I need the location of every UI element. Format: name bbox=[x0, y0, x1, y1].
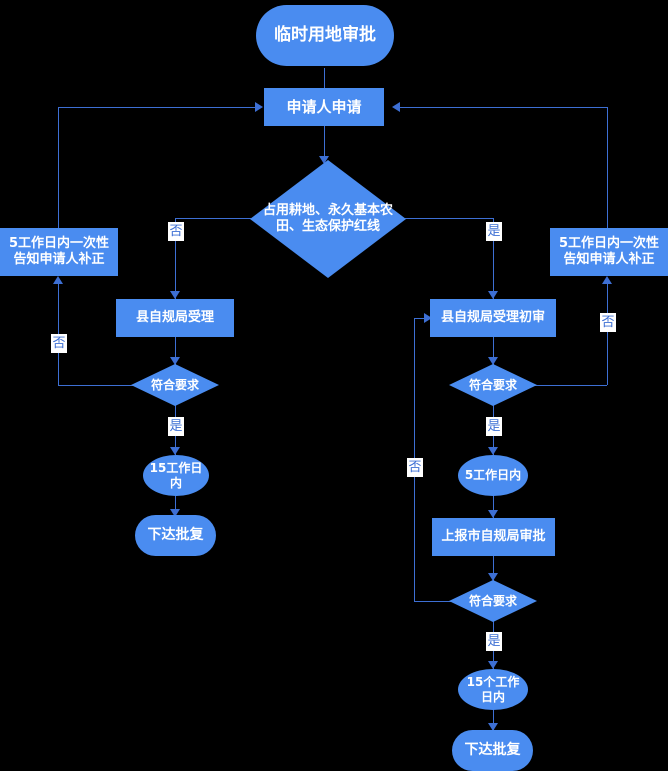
edge-decision-yes-vertical bbox=[493, 218, 494, 300]
diamond-shape-icon bbox=[250, 160, 406, 278]
node-city-issue-approval-label: 下达批复 bbox=[464, 741, 521, 758]
node-left-notify-correction[interactable]: 5工作日内一次性告知申请人补正 bbox=[0, 228, 118, 276]
node-decision-occupies-farmland[interactable]: 占用耕地、永久基本农田、生态保护红线 bbox=[250, 160, 406, 278]
node-decision-occupies-farmland-label: 占用耕地、永久基本农田、生态保护红线 bbox=[262, 202, 393, 234]
node-county-bureau-accept-label: 县自规局受理 bbox=[135, 309, 214, 325]
edge-city-check-no-return bbox=[414, 318, 430, 319]
arrowhead-right-days-to-report bbox=[488, 510, 498, 518]
arrowhead-report-to-city-check bbox=[488, 573, 498, 581]
arrowhead-decision-yes bbox=[488, 291, 498, 299]
diamond-shape-icon bbox=[131, 364, 219, 406]
edge-start-to-apply bbox=[324, 68, 325, 98]
edge-decision-no-horizontal bbox=[175, 218, 251, 219]
arrowhead-decision-no bbox=[170, 291, 180, 299]
edge-left-correct-to-apply-vertical bbox=[58, 107, 59, 229]
edge-apply-to-decision bbox=[324, 124, 325, 164]
node-right-5-working-days[interactable]: 5工作日内 bbox=[458, 455, 528, 496]
edge-right-correct-to-apply-horizontal bbox=[400, 107, 607, 108]
node-right-meets-requirements[interactable]: 符合要求 bbox=[449, 364, 537, 406]
edge-label-left-check-no: 否 bbox=[51, 334, 67, 353]
node-city-15-working-days[interactable]: 15个工作日内 bbox=[458, 669, 528, 710]
edge-right-check-no-vertical bbox=[607, 283, 608, 385]
arrowhead-apply-to-decision bbox=[319, 156, 329, 164]
node-left-meets-requirements-label: 符合要求 bbox=[150, 377, 199, 392]
node-right-5-working-days-label: 5工作日内 bbox=[464, 468, 522, 482]
arrowhead-city-days-to-result bbox=[488, 723, 498, 731]
node-right-meets-requirements-label: 符合要求 bbox=[468, 377, 517, 392]
edge-left-accept-to-check bbox=[175, 337, 176, 365]
arrowhead-left-days-to-result bbox=[170, 509, 180, 517]
diamond-shape-icon bbox=[449, 364, 537, 406]
edge-left-correct-to-apply-horizontal bbox=[58, 107, 258, 108]
node-report-to-city-bureau[interactable]: 上报市自规局审批 bbox=[432, 518, 555, 556]
node-start-label: 临时用地审批 bbox=[274, 24, 376, 45]
edge-city-days-to-result bbox=[493, 709, 494, 731]
node-county-bureau-accept[interactable]: 县自规局受理 bbox=[116, 299, 234, 337]
edge-label-right-check-no: 否 bbox=[600, 313, 616, 332]
edge-decision-yes-horizontal bbox=[405, 218, 493, 219]
node-left-notify-correction-label: 5工作日内一次性告知申请人补正 bbox=[8, 235, 110, 267]
edge-label-decision-no: 否 bbox=[168, 222, 184, 241]
arrowhead-right-accept-to-check bbox=[488, 357, 498, 365]
edge-city-check-no-horizontal bbox=[414, 601, 452, 602]
node-left-15-working-days[interactable]: 15工作日内 bbox=[143, 455, 209, 496]
arrowhead-left-accept-to-check bbox=[170, 357, 180, 365]
node-applicant-application[interactable]: 申请人申请 bbox=[264, 88, 384, 126]
node-left-issue-approval[interactable]: 下达批复 bbox=[135, 515, 216, 556]
node-start[interactable]: 临时用地审批 bbox=[256, 5, 394, 66]
node-city-15-working-days-label: 15个工作日内 bbox=[466, 674, 520, 704]
edge-right-check-no-horizontal bbox=[535, 385, 607, 386]
arrowhead-city-check-yes bbox=[488, 661, 498, 669]
edge-right-days-to-report bbox=[493, 495, 494, 520]
arrowhead-right-correct-to-apply bbox=[392, 102, 400, 112]
node-right-notify-correction-label: 5工作日内一次性告知申请人补正 bbox=[558, 235, 660, 267]
arrowhead-right-check-no bbox=[602, 276, 612, 284]
edge-right-correct-to-apply-vertical bbox=[607, 107, 608, 229]
edge-label-left-check-yes: 是 bbox=[168, 417, 184, 436]
edge-label-city-check-no: 否 bbox=[407, 458, 423, 477]
arrowhead-left-correct-to-apply bbox=[255, 102, 263, 112]
edge-left-check-no-horizontal bbox=[58, 385, 134, 386]
diamond-shape-icon bbox=[449, 580, 537, 622]
edge-right-accept-to-check bbox=[493, 337, 494, 365]
node-left-15-working-days-label: 15工作日内 bbox=[149, 460, 203, 490]
edge-label-right-check-yes: 是 bbox=[486, 417, 502, 436]
edge-report-to-city-check bbox=[493, 555, 494, 582]
node-report-to-city-bureau-label: 上报市自规局审批 bbox=[441, 528, 546, 544]
node-city-meets-requirements[interactable]: 符合要求 bbox=[449, 580, 537, 622]
edge-left-days-to-result bbox=[175, 495, 176, 517]
arrowhead-right-check-yes bbox=[488, 447, 498, 455]
node-city-issue-approval[interactable]: 下达批复 bbox=[452, 730, 533, 771]
arrowhead-city-check-no bbox=[424, 313, 432, 323]
edge-decision-no-vertical bbox=[175, 218, 176, 300]
edge-label-decision-yes: 是 bbox=[486, 222, 502, 241]
node-county-bureau-preliminary-review-label: 县自规局受理初审 bbox=[440, 309, 545, 325]
node-left-issue-approval-label: 下达批复 bbox=[147, 526, 204, 543]
arrowhead-left-check-no bbox=[53, 276, 63, 284]
edge-label-city-check-yes: 是 bbox=[486, 632, 502, 651]
node-right-notify-correction[interactable]: 5工作日内一次性告知申请人补正 bbox=[550, 228, 668, 276]
node-county-bureau-preliminary-review[interactable]: 县自规局受理初审 bbox=[430, 299, 556, 337]
arrowhead-left-check-yes bbox=[170, 447, 180, 455]
node-applicant-application-label: 申请人申请 bbox=[286, 97, 362, 116]
node-left-meets-requirements[interactable]: 符合要求 bbox=[131, 364, 219, 406]
node-city-meets-requirements-label: 符合要求 bbox=[468, 593, 517, 608]
